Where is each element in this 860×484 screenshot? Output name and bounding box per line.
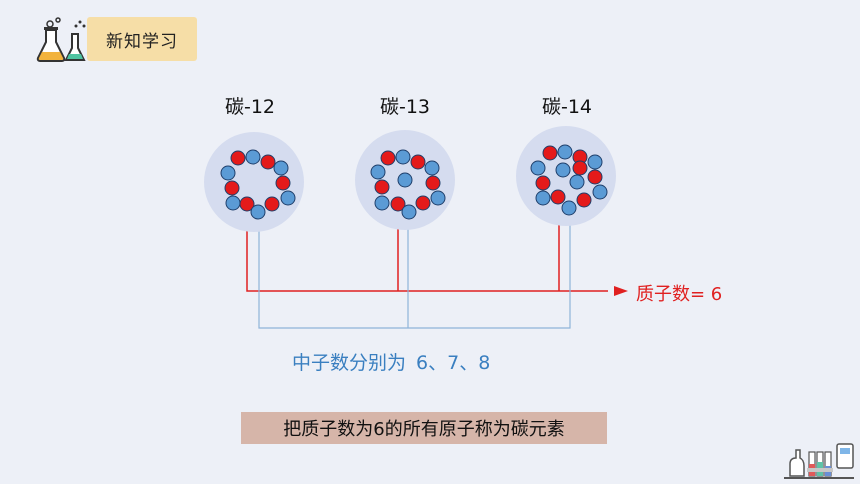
isotope-label-c14: 碳-14 xyxy=(541,96,593,118)
nucleus-c13 xyxy=(355,130,455,230)
isotope-label-c13: 碳-13 xyxy=(379,96,431,118)
nucleus-c14 xyxy=(516,126,616,226)
nucleus-c12 xyxy=(204,132,304,232)
arrow-right-icon xyxy=(614,286,628,296)
flask-icon xyxy=(36,17,86,62)
definition-box: 把质子数为6的所有原子称为碳元素 xyxy=(241,412,607,444)
section-title: 新知学习 xyxy=(87,17,197,61)
neutron-connector-lines xyxy=(258,212,571,329)
definition-text: 把质子数为6的所有原子称为碳元素 xyxy=(283,419,565,440)
neutron-count-label: 中子数分别为 6、7、8 xyxy=(292,352,491,374)
lab-equipment-icon xyxy=(784,443,854,479)
isotope-label-c12: 碳-12 xyxy=(224,96,276,118)
proton-count-label: 质子数= 6 xyxy=(636,284,723,305)
